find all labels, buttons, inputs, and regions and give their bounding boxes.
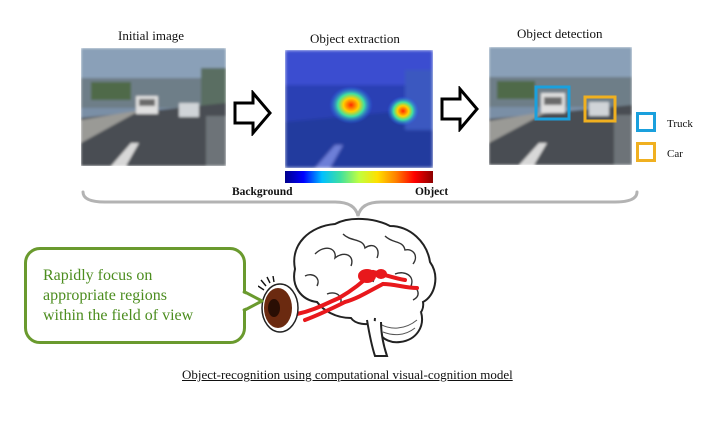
bubble-line-1: Rapidly focus on xyxy=(43,266,193,286)
car-legend-label: Car xyxy=(667,148,683,160)
car-legend-swatch xyxy=(636,142,656,162)
colorbar xyxy=(285,171,433,183)
speech-bubble-tail xyxy=(240,290,264,312)
eye-icon xyxy=(258,276,306,336)
bubble-line-3: within the field of view xyxy=(43,306,193,326)
arrow-right-icon xyxy=(440,86,480,132)
object-detection-title: Object detection xyxy=(517,26,603,42)
object-extraction-heatmap xyxy=(285,50,433,168)
bubble-line-2: appropriate regions xyxy=(43,286,193,306)
initial-image-title: Initial image xyxy=(118,28,184,44)
truck-legend-label: Truck xyxy=(667,118,693,130)
arrow-right-icon xyxy=(233,90,273,136)
object-detection-image xyxy=(489,47,632,165)
truck-legend-swatch xyxy=(636,112,656,132)
initial-image xyxy=(81,48,226,166)
object-extraction-title: Object extraction xyxy=(310,31,400,47)
figure-caption: Object-recognition using computational v… xyxy=(182,367,513,383)
speech-bubble: Rapidly focus on appropriate regions wit… xyxy=(24,247,246,344)
